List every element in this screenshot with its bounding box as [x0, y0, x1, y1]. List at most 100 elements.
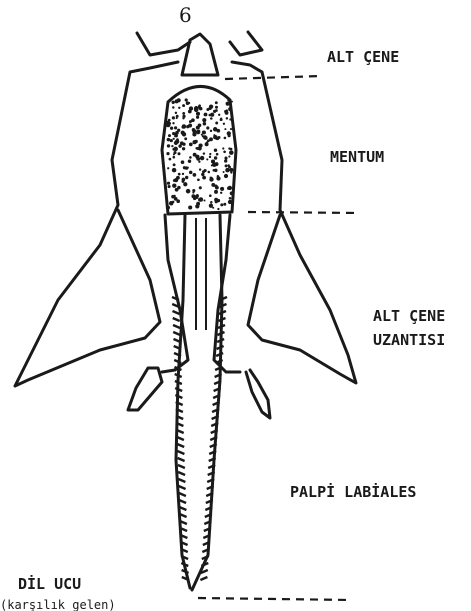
stipple-dot [220, 203, 223, 206]
stipple-dot [173, 138, 175, 140]
lower-jaw-outline [15, 32, 356, 386]
stipple-dot [223, 171, 225, 173]
stipple-dot [214, 156, 217, 159]
stipple-dot [200, 156, 204, 160]
glossa-hair [178, 458, 185, 461]
glossa-hair [181, 563, 188, 566]
glossa-hair [178, 479, 185, 482]
stipple-dot [189, 120, 192, 123]
stipple-dot [168, 122, 171, 125]
stipple-dot [172, 116, 175, 119]
stipple-dot [225, 164, 228, 167]
stipple-dot [166, 206, 170, 210]
stipple-dot [224, 159, 227, 162]
glossa-base [182, 34, 218, 75]
stipple-dot [212, 207, 214, 209]
stipple-dot [203, 131, 205, 133]
stipple-dot [214, 198, 218, 202]
stipple-dot [216, 137, 219, 140]
glossa-hair [217, 339, 224, 342]
stipple-dot [227, 99, 230, 102]
stipple-dot [217, 208, 219, 210]
stipple-dot [218, 114, 220, 116]
stipple-dot [210, 130, 212, 132]
glossa-hair [182, 570, 189, 573]
stipple-dot [223, 123, 225, 125]
stipple-dot [209, 156, 211, 158]
stipple-dot [173, 179, 176, 182]
glossa-hair [179, 486, 186, 489]
stipple-dot [173, 163, 176, 166]
leader-alt-cene [225, 76, 322, 79]
stipple-dot [203, 152, 205, 154]
stipple-dot [206, 108, 209, 111]
label-alt-cene-uzantisi-line2: UZANTISI [373, 331, 445, 349]
glossa-hair [173, 332, 180, 335]
stipple-dot [224, 137, 227, 140]
stipple-dot [208, 171, 211, 174]
stipple-dot [230, 191, 234, 195]
stipple-dot [228, 200, 232, 204]
stipple-dot [215, 101, 218, 104]
glossa-left-edge [176, 215, 190, 588]
stipple-dot [203, 199, 205, 201]
stipple-dot [202, 176, 206, 180]
stipple-dot [204, 169, 207, 172]
stipple-dot [226, 102, 230, 106]
stipple-dot [178, 173, 181, 176]
stipple-dot [183, 167, 185, 169]
stipple-dot [222, 147, 224, 149]
stipple-dot [184, 137, 187, 140]
stipple-dot [230, 171, 232, 173]
stipple-dot [183, 182, 187, 186]
stipple-dot [206, 126, 209, 129]
stipple-dot [209, 104, 213, 108]
stipple-dot [192, 140, 196, 144]
stipple-dot [223, 150, 226, 153]
stipple-dot [214, 148, 217, 151]
stipple-dot [182, 112, 185, 115]
stipple-dot [213, 169, 216, 172]
stipple-dot [186, 125, 189, 128]
stipple-dot [170, 139, 173, 142]
stipple-dot [168, 186, 170, 188]
stipple-dot [172, 106, 174, 108]
label-alt-cene-uzantisi-line1: ALT ÇENE [373, 307, 445, 325]
stipple-dot [227, 131, 231, 135]
stipple-dot [198, 161, 200, 163]
stipple-dot [216, 153, 219, 156]
stipple-dot [176, 115, 179, 118]
stipple-dot [231, 101, 233, 103]
stipple-dot [182, 147, 185, 150]
stipple-dot [216, 129, 220, 133]
stipple-dot [220, 192, 222, 194]
stipple-dot [214, 190, 218, 194]
stipple-dot [186, 189, 191, 194]
stipple-dot [196, 194, 198, 196]
stipple-dot [225, 157, 228, 160]
glossa-hair [178, 465, 185, 468]
glossa-hair [177, 451, 184, 454]
leader-mentum [248, 212, 360, 213]
stipple-dot [172, 101, 175, 104]
stipple-dot [229, 197, 232, 200]
stipple-dot [211, 164, 213, 166]
stipple-dot [223, 203, 226, 206]
stipple-dot [175, 99, 179, 103]
stipple-dot [196, 116, 199, 119]
stipple-dot [204, 113, 208, 117]
stipple-dot [166, 152, 169, 155]
stipple-dot [185, 98, 188, 101]
stipple-dot [198, 106, 200, 108]
stipple-dot [215, 106, 218, 109]
label-dil-ucu: DİL UCU [18, 574, 81, 593]
stipple-dot [228, 147, 230, 149]
stipple-dot [182, 126, 185, 129]
stipple-dot [196, 157, 200, 161]
stipple-dot [173, 153, 175, 155]
stipple-dot [175, 188, 179, 192]
stipple-dot [175, 131, 179, 135]
stipple-dot [176, 138, 179, 141]
glossa-hair [175, 374, 182, 377]
stipple-dot [168, 134, 171, 137]
